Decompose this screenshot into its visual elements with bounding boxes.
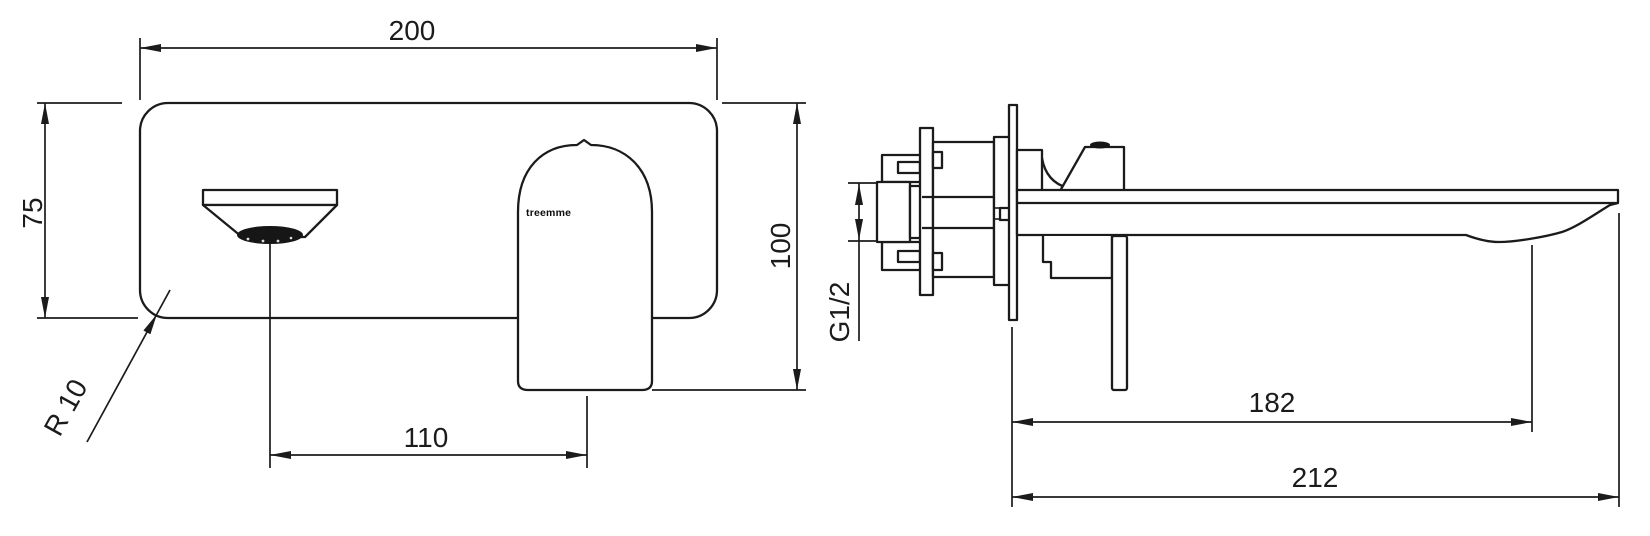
- fitting-notch: [896, 249, 922, 264]
- dim-label-182: 182: [1249, 387, 1296, 418]
- arrowhead-top: [855, 184, 863, 205]
- arrowhead-top: [793, 103, 801, 124]
- dim-overall-height-100: 100: [652, 102, 806, 391]
- brand-logo-text: treemme: [526, 207, 571, 219]
- handle-front-body: [516, 138, 654, 392]
- arrowhead-right: [1598, 493, 1619, 501]
- valve-body: [931, 140, 996, 279]
- spout-side: [1015, 188, 1620, 244]
- arrowhead-right: [1511, 418, 1532, 426]
- dim-spout-reach-182: 182: [1011, 245, 1533, 507]
- dim-thread-g12: G1/2: [824, 182, 878, 343]
- wall-plate-side: [1007, 103, 1019, 322]
- fitting-notch: [896, 160, 922, 175]
- handle-front: treemme: [516, 138, 654, 392]
- cartridge-cap: [1015, 148, 1044, 193]
- mounting-bracket: [918, 126, 935, 297]
- outlet-highlight: [289, 236, 293, 240]
- dim-label-r10: R 10: [38, 374, 94, 441]
- dim-label-g12: G1/2: [824, 282, 855, 343]
- g12-connection-block: [875, 180, 912, 244]
- dim-spout-to-handle-110: 110: [269, 244, 588, 468]
- arrowhead-bottom: [855, 219, 863, 240]
- dim-label-75: 75: [17, 197, 48, 228]
- spout-front: [201, 188, 339, 244]
- leader-line: [86, 289, 171, 443]
- arrowhead-left: [270, 451, 291, 459]
- arrowhead-left: [140, 44, 161, 52]
- dim-label-212: 212: [1292, 462, 1339, 493]
- body-tab-bottom: [931, 251, 944, 272]
- spout-base-plate: [201, 188, 339, 207]
- outlet-highlight: [246, 237, 250, 241]
- arrowhead-left: [1012, 493, 1033, 501]
- dim-plate-height-75: 75: [17, 102, 138, 319]
- dim-label-200: 200: [389, 15, 436, 46]
- dim-label-110: 110: [404, 422, 449, 453]
- arrowhead-top: [41, 103, 49, 124]
- handle-pivot-lens: [1090, 141, 1110, 149]
- spout-outlet: [237, 226, 303, 244]
- spout-profile: [1015, 188, 1620, 244]
- arrowhead-left: [1012, 418, 1033, 426]
- arrowhead: [143, 314, 157, 335]
- outlet-highlight: [276, 239, 280, 243]
- outlet-highlight: [261, 239, 265, 243]
- arrowhead-right: [566, 451, 587, 459]
- front-view-group: treemme 200 75 100: [17, 15, 806, 468]
- side-view-group: G1/2 182 212: [824, 103, 1620, 507]
- handle-side-lever: [1110, 234, 1129, 392]
- handle-side-top: [1058, 145, 1126, 193]
- arrowhead-bottom: [793, 369, 801, 390]
- spout-cone: [201, 203, 339, 239]
- body-tab-top: [931, 150, 944, 170]
- dim-width-200: 200: [139, 15, 718, 100]
- dim-overall-reach-212: 212: [1012, 213, 1620, 507]
- spout-underbody: [1041, 236, 1114, 280]
- arrowhead-right: [696, 44, 717, 52]
- dim-label-100: 100: [765, 223, 796, 270]
- arrowhead-bottom: [41, 297, 49, 318]
